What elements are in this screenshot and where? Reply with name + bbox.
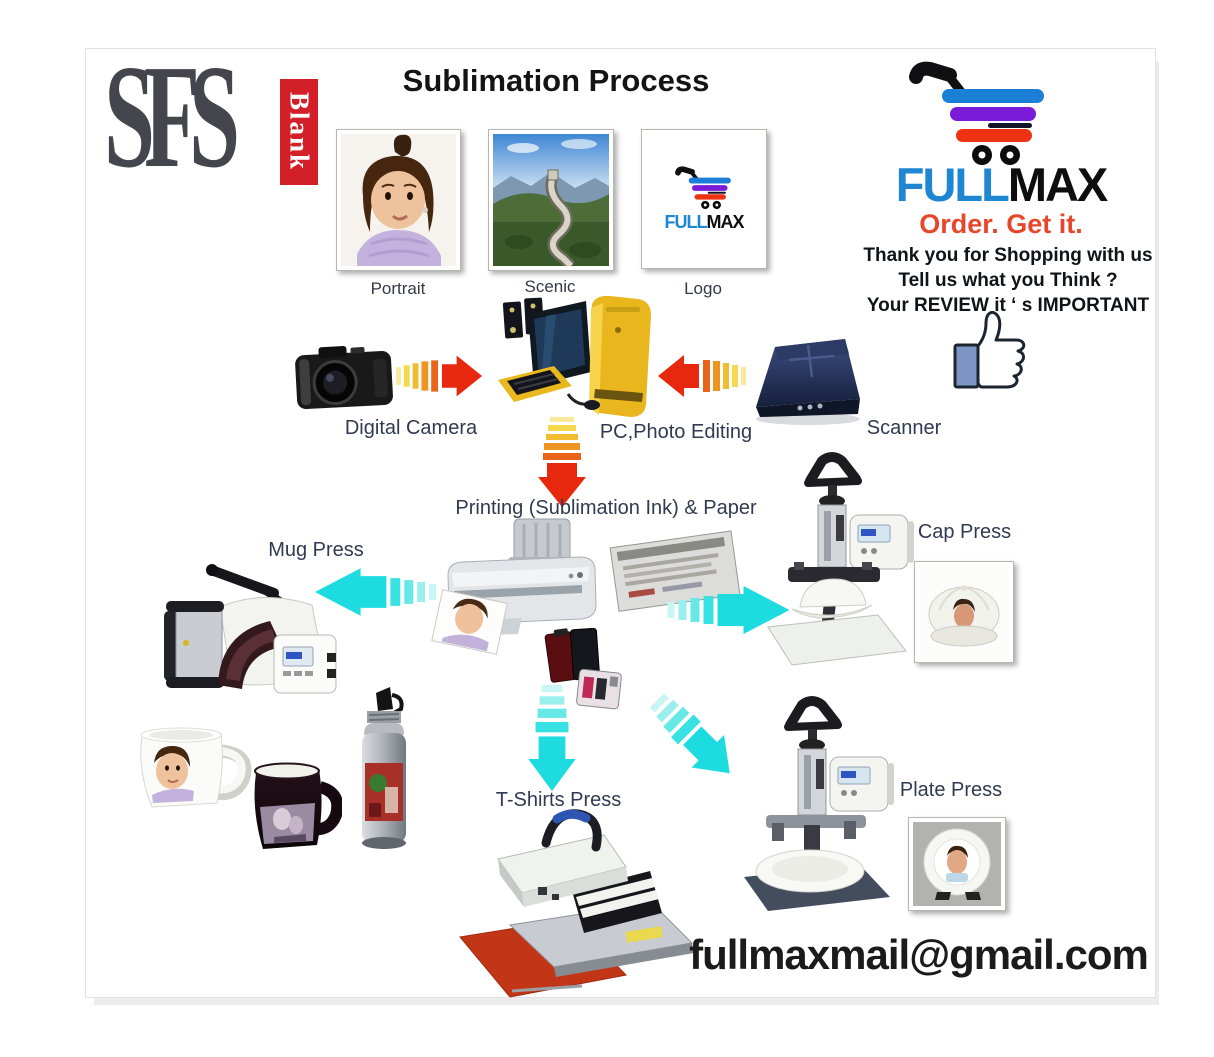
portrait-label: Portrait [370,279,426,298]
diagram-panel: SFS Blank Sublimation Process [85,43,1158,1000]
fullmax-cart-icon [904,61,1054,167]
white-mug-image [124,723,256,817]
sfs-banner-label: Blank [284,92,315,172]
tshirt-press-label: T-Shirts Press [495,789,622,811]
arrow-pc-to-printer [538,417,586,509]
thanks-line-2: Tell us what you Think ? [898,270,1118,291]
sfs-logo-text: SFS [104,35,240,199]
printer-image [422,517,620,655]
diagram-title: Sublimation Process [402,63,710,98]
scanner-label: Scanner [866,417,942,439]
fullmax-wordmark: FULLMAX [895,158,1109,211]
magic-mug-image [244,755,342,857]
cap-press-label: Cap Press [917,521,1012,543]
arrow-printer-to-tshirt-press [526,685,578,793]
scenic-label: Scenic [524,277,576,296]
scanner-image [748,327,868,427]
tshirt-press-image [454,805,719,1000]
portrait-photo-icon [341,134,456,266]
cap-sample-image [914,561,1014,663]
logo-label: Logo [684,279,722,298]
pc-image [492,292,660,426]
contact-email: fullmaxmail@gmail.com [689,931,1149,978]
portrait-image [336,129,461,271]
arrow-printer-to-mug-press [312,567,436,617]
scenic-image [488,129,614,271]
scenic-photo-icon [493,134,609,266]
logo-image: FULLMAX [641,129,767,269]
digital-camera-image [290,339,400,419]
bottle-image [352,685,416,863]
arrow-scanner-to-pc [656,355,746,397]
arrow-camera-to-pc [396,355,484,397]
cap-sample-icon [919,566,1009,658]
mug-press-image [162,555,347,705]
thanks-line-1: Thank you for Shopping with us [863,245,1153,266]
arrow-printer-to-plate-press [634,677,754,797]
cap-press-image [758,451,916,669]
sublimation-paper-image [606,529,746,613]
thanks-message: Thank you for Shopping with us Tell us w… [858,243,1158,318]
plate-sample-icon [913,822,1001,906]
thumbs-up-icon [952,305,1034,393]
sfs-logo: SFS Blank [104,43,334,193]
arrow-printer-to-cap-press [666,585,794,635]
plate-sample-image [908,817,1006,911]
mug-press-label: Mug Press [268,539,364,561]
printing-label: Printing (Sublimation Ink) & Paper [455,497,757,519]
thanks-line-3: Your REVIEW it ‘ s IMPORTANT [866,295,1150,316]
fullmax-tagline: Order. Get it. [919,209,1083,239]
ink-cartridges-image [542,625,630,717]
mini-cart-icon [675,165,731,209]
plate-press-image [742,695,894,913]
mini-logo-wordmark: FULLMAX [664,211,745,232]
sfs-blank-banner: Blank [280,79,318,185]
pc-label: PC,Photo Editing [599,421,753,443]
camera-label: Digital Camera [344,417,478,439]
plate-press-label: Plate Press [899,779,1003,801]
